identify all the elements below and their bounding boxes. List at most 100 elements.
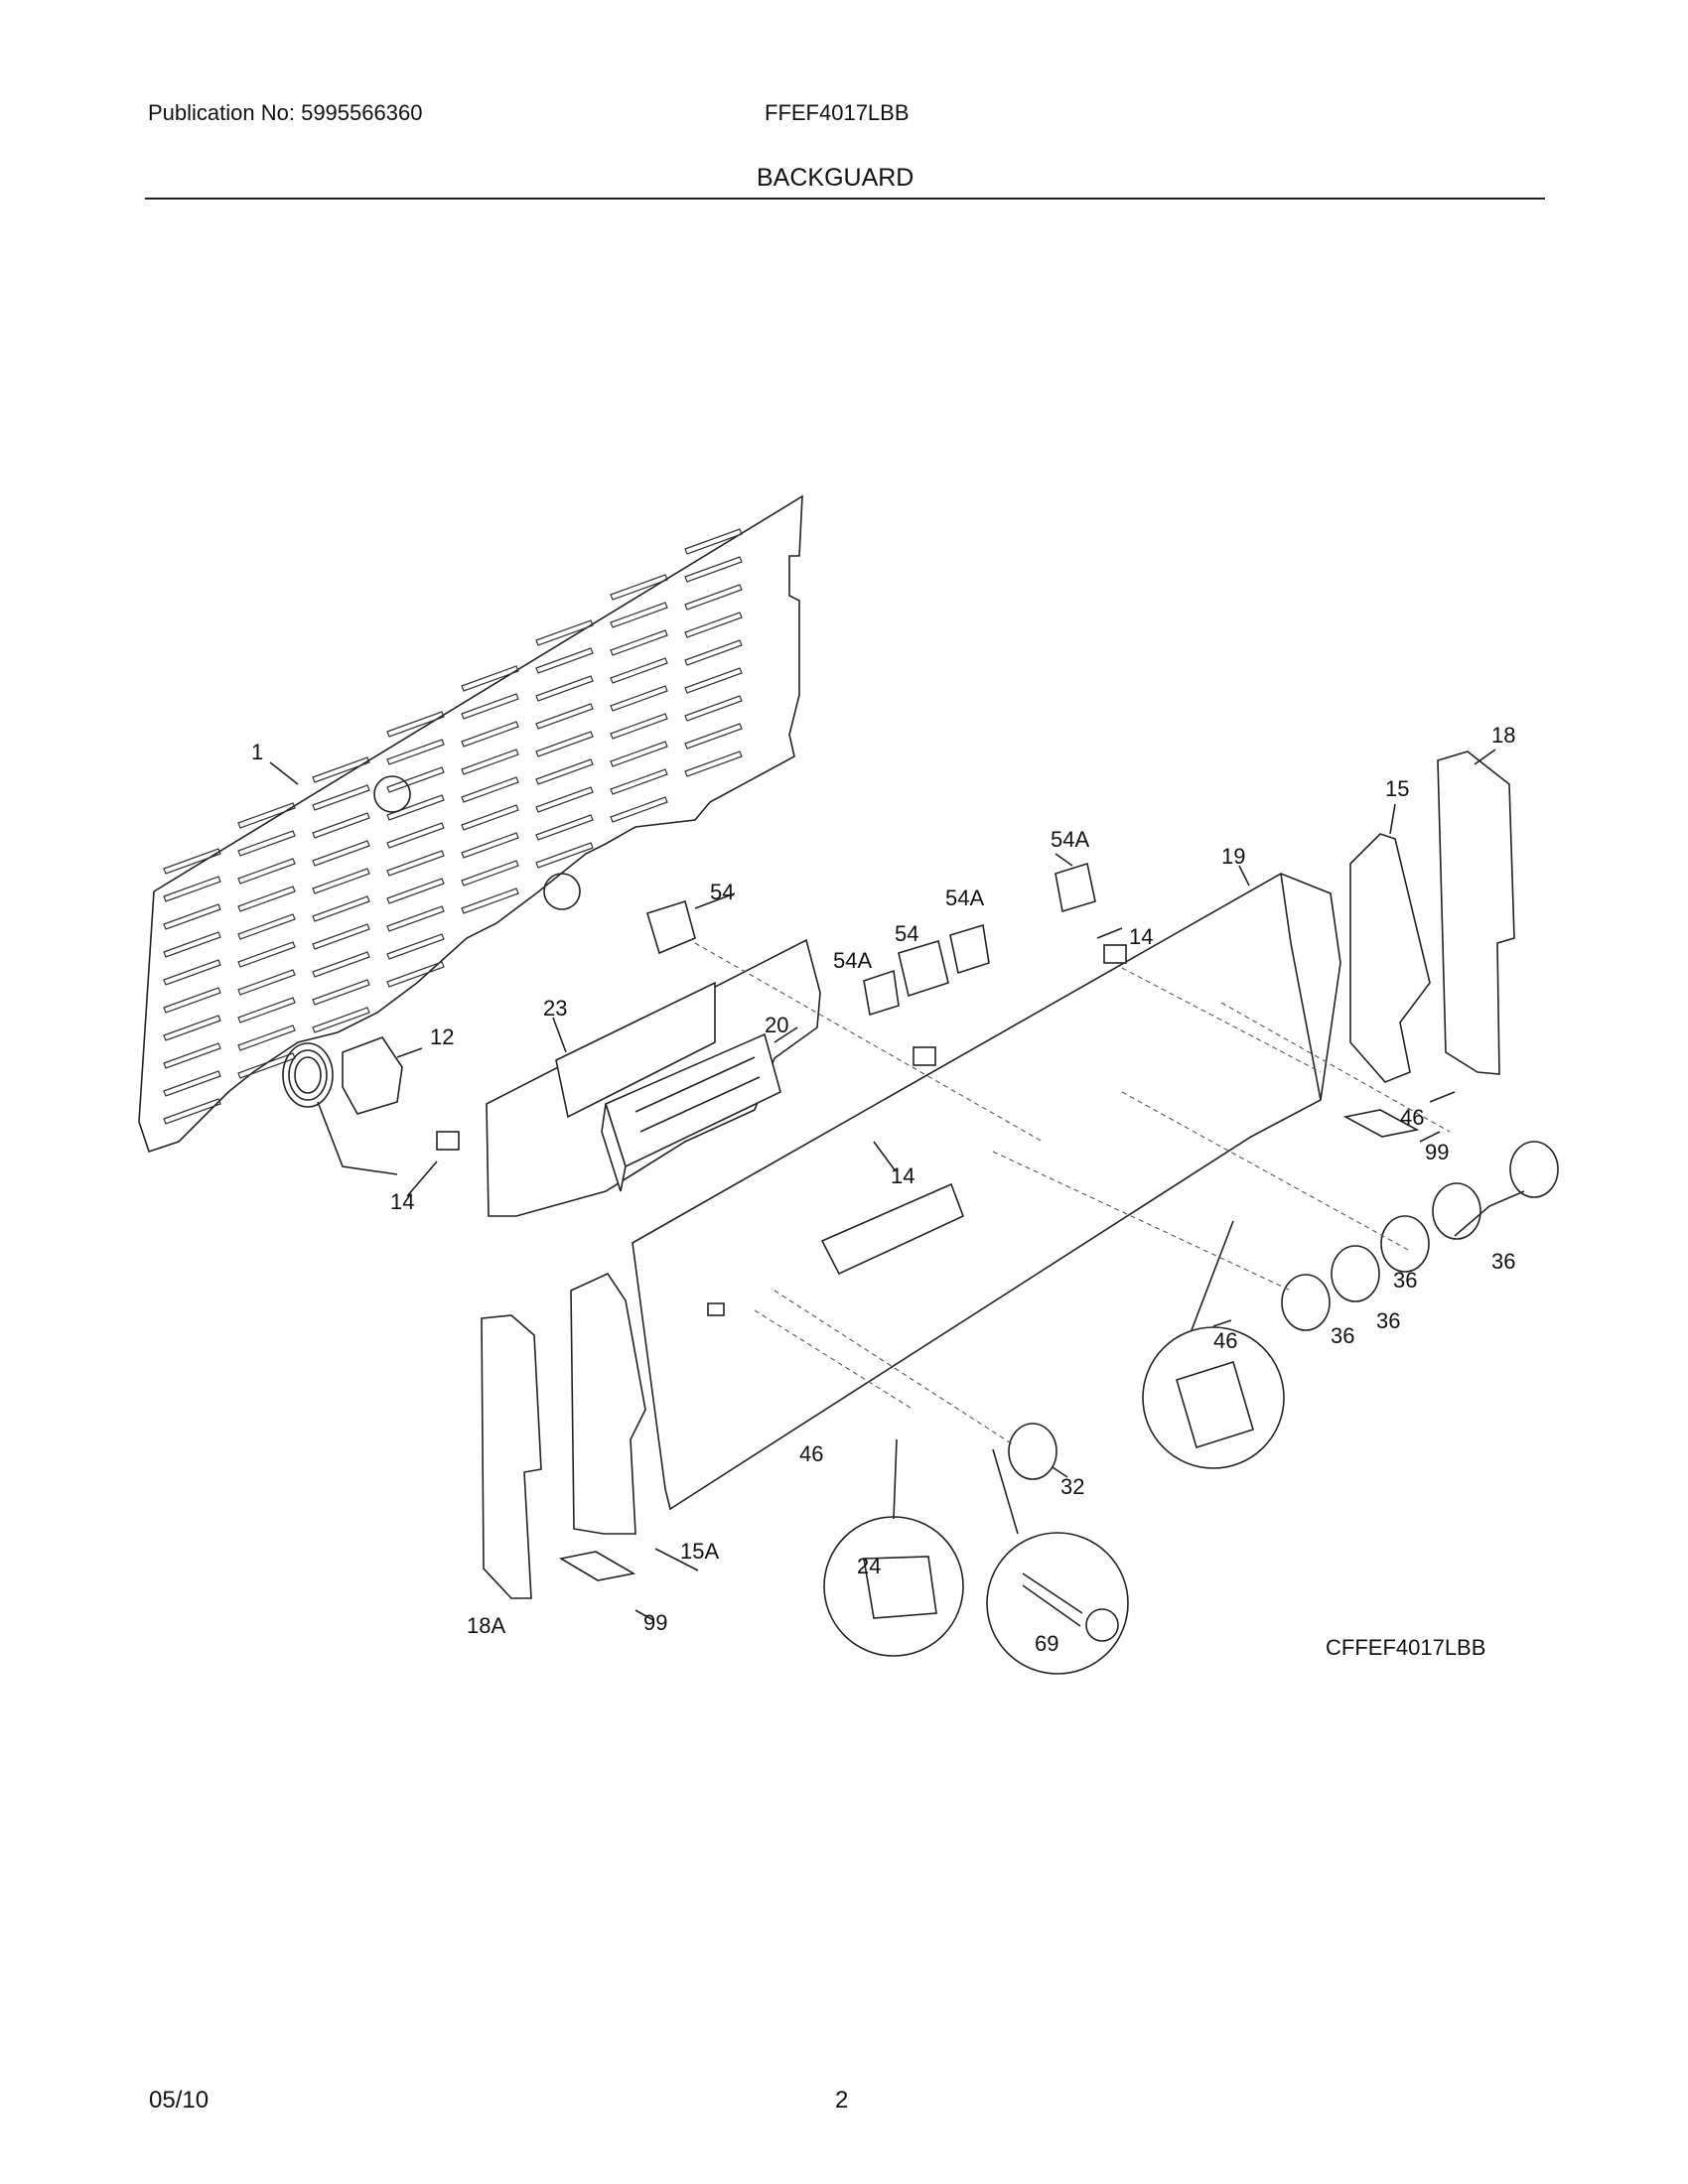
- vent-slot: [237, 969, 296, 996]
- detail-circle-46: [1142, 1326, 1285, 1469]
- callout-label: 14: [390, 1189, 414, 1214]
- vent-slot: [535, 842, 594, 869]
- vent-slot: [461, 665, 519, 692]
- callout-label: 32: [1060, 1474, 1084, 1499]
- vent-slot: [461, 860, 519, 887]
- vent-slot: [461, 832, 519, 859]
- vent-slot: [684, 612, 743, 638]
- callout-label: 99: [643, 1610, 667, 1635]
- bracket-plate-part: [486, 938, 821, 1217]
- vent-slot: [386, 822, 445, 849]
- callout-label: 18A: [467, 1613, 505, 1638]
- vent-slot: [610, 657, 668, 684]
- page-number: 2: [835, 2087, 849, 2114]
- vent-slot: [535, 675, 594, 702]
- infinite-switch-54a-low: [863, 969, 900, 1017]
- callout-label: 24: [857, 1554, 881, 1578]
- end-trim-part-18: [1437, 751, 1515, 1075]
- vent-slot: [535, 786, 594, 813]
- vent-slot: [386, 878, 445, 904]
- side-bracket-part-15a: [570, 1272, 646, 1535]
- knob-36-2: [1331, 1245, 1380, 1302]
- leader-lines: [269, 749, 1525, 1621]
- callout-label: 54A: [833, 948, 872, 973]
- vent-slot: [237, 886, 296, 912]
- callout-label: 46: [799, 1441, 823, 1466]
- thermostat-part: [282, 1036, 403, 1175]
- callout-label: 36: [1393, 1268, 1417, 1293]
- vent-slot: [312, 951, 370, 978]
- callout-label: 23: [543, 996, 567, 1021]
- detail-circle-69: [986, 1532, 1129, 1675]
- callout-label: 46: [1213, 1328, 1237, 1353]
- control-board-part: [601, 1032, 781, 1192]
- callout-label: 19: [1221, 844, 1245, 869]
- vent-slot: [386, 905, 445, 932]
- knob-32: [1008, 1423, 1057, 1480]
- callout-label: 36: [1491, 1249, 1515, 1274]
- vent-slot: [535, 647, 594, 674]
- callout-label: 1: [251, 740, 263, 764]
- vent-slot: [312, 895, 370, 922]
- vent-slot: [163, 1098, 221, 1125]
- vent-slot: [610, 796, 668, 823]
- vent-slot: [163, 931, 221, 958]
- rear-panel-part: [138, 494, 803, 1154]
- vent-slot: [684, 667, 743, 694]
- vent-slot: [684, 751, 743, 777]
- infinite-switch-54-left: [646, 899, 696, 955]
- vent-slot: [461, 693, 519, 720]
- vent-slot: [312, 979, 370, 1006]
- knob-36-4: [1432, 1182, 1481, 1240]
- vent-slot: [163, 876, 221, 902]
- vent-slot: [461, 721, 519, 748]
- vent-slot: [312, 812, 370, 839]
- vent-slot: [684, 723, 743, 750]
- detail-circle-24: [823, 1516, 964, 1657]
- vent-slot: [237, 913, 296, 940]
- vent-slot: [535, 619, 594, 646]
- end-trim-part-18a: [481, 1314, 542, 1599]
- infinite-switch-54a-top: [1055, 862, 1096, 913]
- callout-label: 18: [1491, 723, 1515, 748]
- vent-slot: [312, 868, 370, 894]
- callout-label: 69: [1035, 1631, 1058, 1656]
- vent-slot: [312, 756, 370, 783]
- knob-36-1: [1281, 1274, 1331, 1331]
- callout-label: 36: [1376, 1308, 1400, 1333]
- callout-label: 14: [891, 1163, 914, 1188]
- vent-slot: [461, 804, 519, 831]
- callout-label: 15: [1385, 776, 1409, 801]
- vent-slot: [684, 584, 743, 611]
- callout-labels: 1121414141515A1818A192023243236363636464…: [251, 723, 1515, 1656]
- callout-label: 54A: [1051, 827, 1089, 852]
- section-title: BACKGUARD: [757, 164, 914, 192]
- vent-slot: [163, 1042, 221, 1069]
- mounting-plate-99-right: [1342, 1109, 1420, 1138]
- vent-slot: [386, 739, 445, 765]
- vent-slot: [163, 903, 221, 930]
- vent-slot: [163, 848, 221, 875]
- terminal-block-14-b: [913, 1046, 936, 1066]
- header-divider: [145, 198, 1545, 200]
- vent-slot: [610, 574, 668, 601]
- callout-label: 15A: [680, 1539, 719, 1564]
- vent-slot: [163, 987, 221, 1014]
- callout-label: 36: [1331, 1323, 1354, 1348]
- callout-label: 99: [1425, 1140, 1449, 1164]
- vent-slot: [237, 830, 296, 857]
- mounting-plate-99-left: [558, 1551, 636, 1581]
- vent-slot: [386, 933, 445, 960]
- terminal-block-14-a: [436, 1131, 460, 1151]
- vent-slot: [684, 556, 743, 583]
- vent-slot: [163, 959, 221, 986]
- control-panel-part: [632, 873, 1341, 1511]
- knob-36-3: [1380, 1215, 1430, 1273]
- vent-slot: [237, 1024, 296, 1051]
- vent-slot: [684, 528, 743, 555]
- assembly-lines: [694, 942, 1451, 1445]
- callout-label: 14: [1129, 924, 1153, 949]
- terminal-block-14-c: [1103, 944, 1127, 964]
- publication-number: Publication No: 5995566360: [148, 100, 423, 125]
